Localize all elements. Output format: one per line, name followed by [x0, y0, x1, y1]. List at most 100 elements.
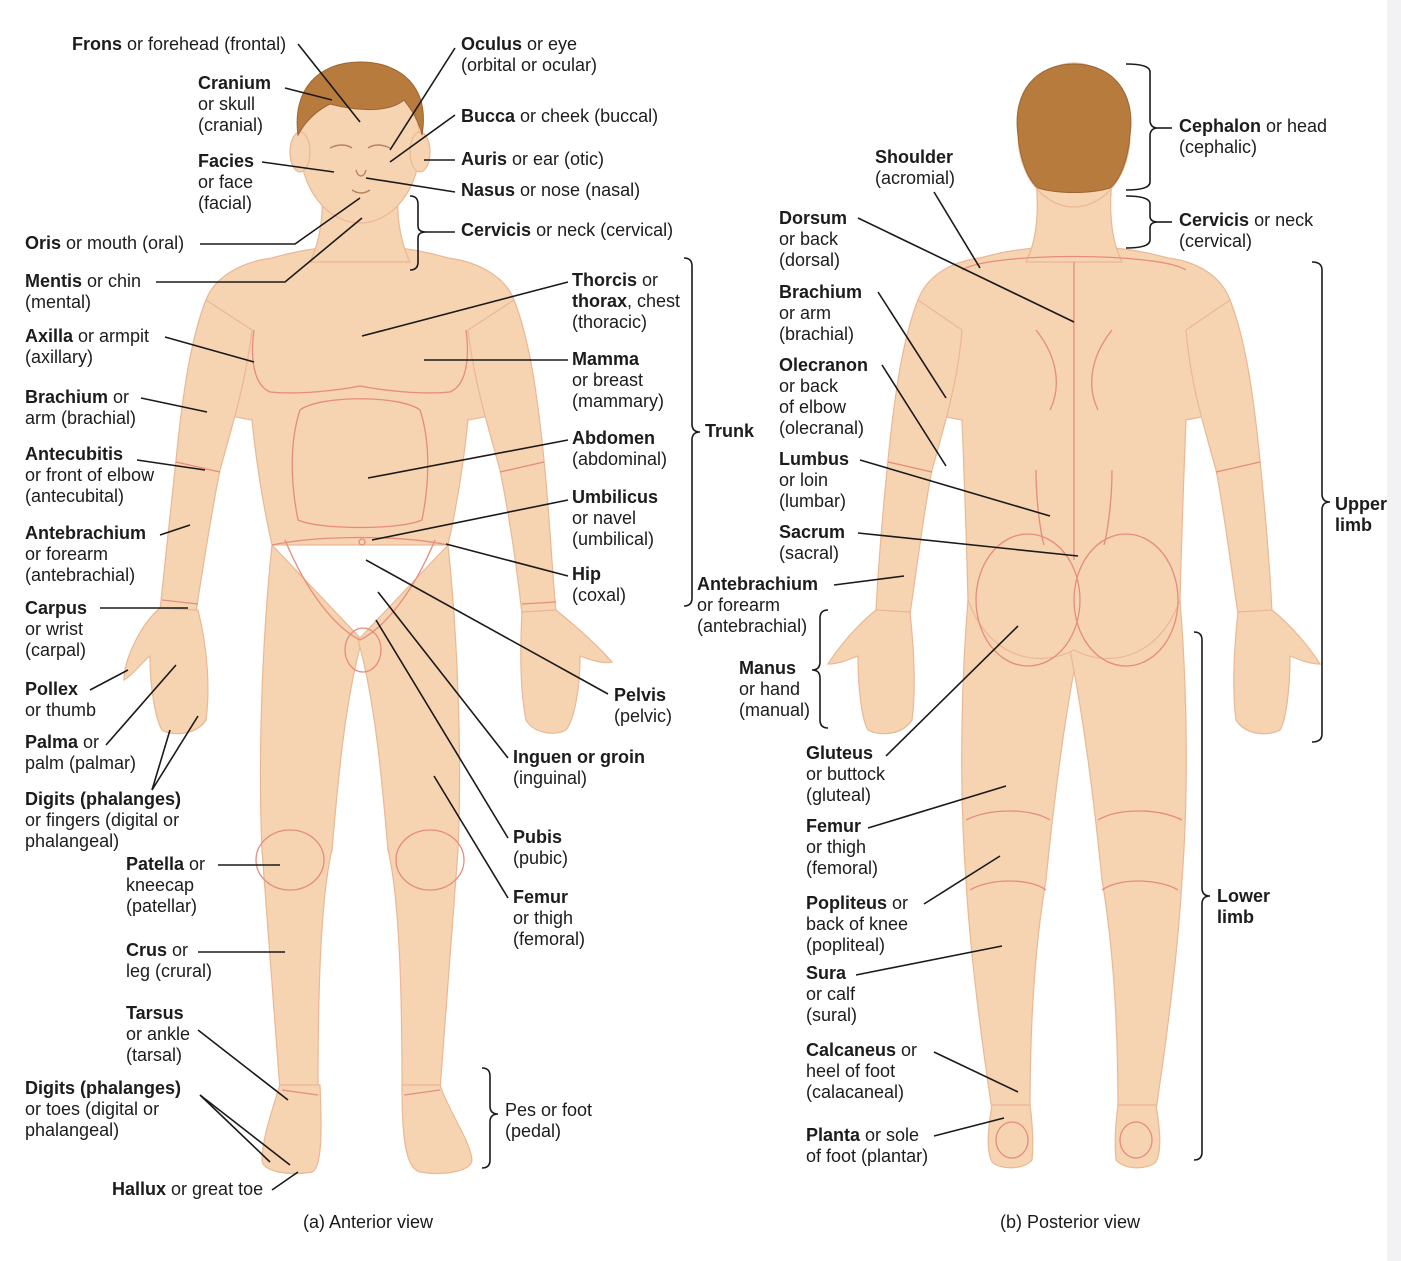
label-line: Axilla or armpit [25, 326, 150, 346]
label-line: (manual) [739, 700, 811, 720]
label-line: Sacrum [779, 522, 846, 542]
label-line: Dorsum [779, 208, 848, 228]
label-digits-fingers: Digits (phalanges)or fingers (digital or… [25, 789, 181, 852]
anterior-right-leg [357, 543, 461, 1091]
posterior-right-leg [1069, 599, 1187, 1111]
label-line: Pelvis [614, 685, 667, 705]
label-line: arm (brachial) [25, 408, 137, 428]
label-line: (gluteal) [806, 785, 872, 805]
label-line: Popliteus or [806, 893, 909, 913]
label-line: of foot (plantar) [806, 1146, 929, 1166]
label-line: (coxal) [572, 585, 627, 605]
label-line: (sacral) [779, 543, 840, 563]
anterior-left-leg [259, 543, 363, 1091]
label-line: (pelvic) [614, 706, 673, 726]
posterior-left-arm [875, 299, 963, 615]
label-line: Mentis or chin [25, 271, 142, 291]
label-line: (axillary) [25, 347, 94, 367]
label-sacrum: Sacrum(sacral) [779, 522, 845, 564]
label-line: palm (palmar) [25, 753, 137, 773]
label-line: (lumbar) [779, 491, 847, 511]
label-line: (umbilical) [572, 529, 655, 549]
label-line: or thumb [25, 700, 97, 720]
label-line: Digits (phalanges) [25, 789, 182, 809]
label-line: (cranial) [198, 115, 264, 135]
label-axilla: Axilla or armpit(axillary) [25, 326, 149, 368]
label-line: Lower [1217, 886, 1271, 906]
label-oris: Oris or mouth (oral) [25, 233, 184, 254]
label-line: (femoral) [806, 858, 879, 878]
label-line: thorax, chest [572, 291, 681, 311]
label-line: or ankle [126, 1024, 191, 1044]
label-line: Oculus or eye [461, 34, 578, 54]
label-line: or thigh [806, 837, 867, 857]
posterior-left-leg [961, 599, 1079, 1111]
label-line: (popliteal) [806, 935, 886, 955]
label-line: Palma or [25, 732, 100, 752]
label-line: Brachium or [25, 387, 130, 407]
label-line: Antebrachium [25, 523, 147, 543]
label-line: Calcaneus or [806, 1040, 918, 1060]
label-line: Pes or foot [505, 1100, 593, 1120]
label-line: (antecubital) [25, 486, 125, 506]
label-line: or front of elbow [25, 465, 155, 485]
scrollbar-edge [1387, 0, 1401, 1261]
label-line: (dorsal) [779, 250, 841, 270]
anterior-view-caption: (a) Anterior view [303, 1212, 434, 1232]
label-cephalon: Cephalon or head(cephalic) [1179, 116, 1327, 158]
label-trunk: Trunk [705, 421, 754, 442]
label-line: (antebrachial) [25, 565, 136, 585]
label-line: Manus [739, 658, 797, 678]
label-line: Antecubitis [25, 444, 124, 464]
label-line: or forearm [25, 544, 109, 564]
label-line: (inguinal) [513, 768, 588, 788]
label-line: or breast [572, 370, 644, 390]
label-line: (cervical) [1179, 231, 1253, 251]
label-line: of elbow [779, 397, 847, 417]
label-line: or navel [572, 508, 637, 528]
anterior-right-ear [409, 131, 431, 173]
label-line: or buttock [806, 764, 886, 784]
label-line: leg (crural) [126, 961, 213, 981]
label-line: Brachium [779, 282, 863, 302]
label-line: (patellar) [126, 896, 198, 916]
label-shoulder: Shoulder(acromial) [875, 147, 955, 189]
label-line: Femur [806, 816, 862, 836]
label-line: (acromial) [875, 168, 956, 188]
posterior-right-arm [1185, 299, 1273, 615]
label-line: heel of foot [806, 1061, 896, 1081]
label-line: or hand [739, 679, 801, 699]
label-line: or arm [779, 303, 832, 323]
label-line: (sural) [806, 1005, 858, 1025]
label-pubis: Pubis(pubic) [513, 827, 568, 869]
label-line: or calf [806, 984, 856, 1004]
posterior-view-caption: (b) Posterior view [1000, 1212, 1141, 1232]
anterior-right-foot [401, 1084, 473, 1175]
label-line: Mamma [572, 349, 640, 369]
label-line: or skull [198, 94, 256, 114]
posterior-hair [1016, 63, 1132, 193]
label-line: Olecranon [779, 355, 869, 375]
label-line: Crus or [126, 940, 189, 960]
label-hip: Hip(coxal) [572, 564, 626, 606]
posterior-figure [826, 62, 1322, 1169]
label-oculus: Oculus or eye(orbital or ocular) [461, 34, 597, 76]
